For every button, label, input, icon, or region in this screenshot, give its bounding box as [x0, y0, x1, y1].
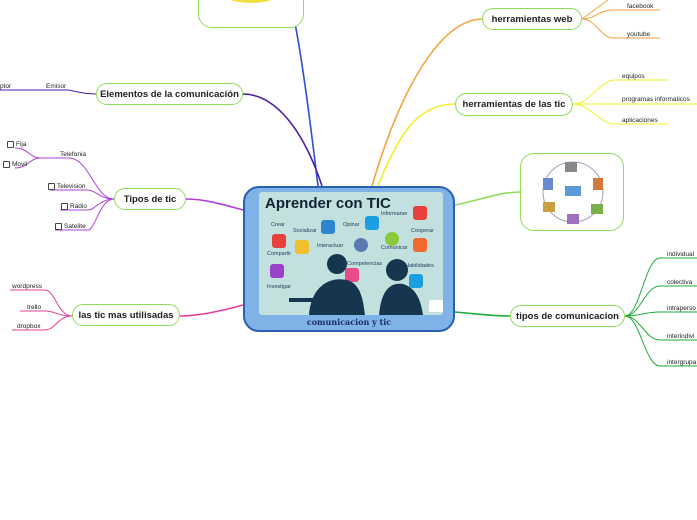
central-node[interactable]: Aprender con TIC Crear Socializar Opinar…	[243, 186, 455, 332]
poster-word: Opinar	[343, 222, 360, 228]
leaf-radio[interactable]: Radio	[61, 203, 87, 210]
leaf-intergrupa[interactable]: intergrupa	[667, 359, 696, 366]
leaf-label: colectiva	[667, 279, 693, 286]
leaf-label: wordpress	[12, 283, 42, 290]
node-herramientas-tic[interactable]: herramientas de las tic	[455, 93, 573, 116]
network-icon	[354, 238, 368, 252]
leaf-label: intraperso	[667, 305, 696, 312]
leaf-label: aplicaciones	[622, 117, 658, 124]
chat-icon	[413, 238, 427, 252]
leaf-label: equipos	[622, 73, 645, 80]
node-elementos-comunicacion[interactable]: Elementos de la comunicación	[96, 83, 243, 105]
checkbox-icon[interactable]	[7, 141, 14, 148]
leaf-label: ptor	[0, 83, 12, 90]
wifi-icon	[413, 206, 427, 220]
leaf-label: Telefonia	[60, 151, 87, 158]
camera-icon	[272, 234, 286, 248]
central-caption: comunicacion y tic	[306, 317, 392, 327]
poster-word: Investigar	[267, 284, 291, 290]
leaf-telefonia[interactable]: Telefonia	[60, 151, 86, 158]
leaf-label: youtube	[627, 31, 651, 38]
leaf-interindivi[interactable]: interindivi	[667, 333, 694, 340]
checkbox-icon[interactable]	[61, 203, 68, 210]
cloud-icon	[409, 274, 423, 288]
node-tic-mas-utilisadas[interactable]: las tic mas utilisadas	[72, 304, 180, 326]
leaf-label: Movil	[12, 161, 28, 168]
leaf-label: Satelite	[64, 223, 86, 230]
leaf-receptor[interactable]: ptor	[0, 83, 11, 90]
leaf-intraperso[interactable]: intraperso	[667, 305, 696, 312]
leaf-movil[interactable]: Movil	[3, 161, 27, 168]
poster-word: Socializar	[293, 228, 317, 234]
students-silhouette	[289, 254, 443, 315]
leaf-programas-informaticos[interactable]: programas informaticos	[622, 96, 690, 103]
share-icon	[295, 240, 309, 254]
leaf-youtube[interactable]: youtube	[627, 31, 650, 38]
node-label: herramientas web	[491, 13, 573, 25]
node-label: Elementos de la comunicación	[100, 88, 239, 100]
leaf-label: Emisor	[46, 83, 67, 90]
leaf-label: facebook	[627, 3, 654, 10]
poster-word: Competencias	[347, 261, 383, 267]
checkbox-icon[interactable]	[3, 161, 10, 168]
node-label: las tic mas utilisadas	[78, 309, 174, 321]
poster-title: Aprender con TIC	[265, 195, 391, 212]
node-tipos-tic[interactable]: Tipos de tic	[114, 188, 186, 210]
poster-word: Comunicar	[381, 245, 408, 251]
poster-word: Informarse	[381, 211, 408, 217]
leaf-colectiva[interactable]: colectiva	[667, 279, 692, 286]
leaf-television[interactable]: Television	[48, 183, 86, 190]
leaf-label: interindivi	[667, 333, 695, 340]
leaf-satelite[interactable]: Satelite	[55, 223, 86, 230]
twitter-icon	[365, 216, 379, 230]
leaf-label: programas informaticos	[622, 96, 690, 103]
node-label: Tipos de tic	[123, 193, 177, 205]
magnifier-icon	[270, 264, 284, 278]
network-cycle-image	[542, 161, 604, 224]
node-herramientas-web[interactable]: herramientas web	[482, 8, 582, 30]
leaf-wordpress[interactable]: wordpress	[12, 283, 42, 290]
node-label: herramientas de las tic	[462, 99, 566, 110]
leaf-label: dropbox	[17, 323, 41, 330]
leaf-aplicaciones[interactable]: aplicaciones	[622, 117, 658, 124]
poster-word: Crear	[271, 222, 285, 228]
leaf-individual[interactable]: individual	[667, 251, 694, 258]
leaf-label: intergrupa	[667, 359, 697, 366]
puzzle-icon	[385, 232, 399, 246]
image-node-network[interactable]	[520, 153, 624, 231]
leaf-emisor[interactable]: Emisor	[46, 83, 66, 90]
leaf-label: Television	[57, 183, 86, 190]
poster-word: Interactuar	[317, 243, 344, 249]
aprender-con-tic-poster: Aprender con TIC Crear Socializar Opinar…	[259, 192, 443, 315]
leaf-label: trello	[27, 304, 42, 311]
leaf-label: individual	[667, 251, 695, 258]
colorful-logo-image	[230, 0, 272, 3]
poster-word: Compartir	[267, 251, 292, 257]
leaf-label: Radio	[70, 203, 87, 210]
leaf-fija[interactable]: Fija	[7, 141, 26, 148]
poster-word: Cooperar	[411, 228, 434, 234]
like-icon	[321, 220, 335, 234]
checkbox-icon[interactable]	[55, 223, 62, 230]
top-image-node[interactable]	[198, 0, 304, 28]
leaf-facebook[interactable]: facebook	[627, 3, 653, 10]
leaf-equipos[interactable]: equipos	[622, 73, 645, 80]
checkbox-icon[interactable]	[48, 183, 55, 190]
mortarboard-icon	[345, 268, 359, 282]
leaf-dropbox[interactable]: dropbox	[17, 323, 41, 330]
leaf-trello[interactable]: trello	[27, 304, 41, 311]
node-label: tipos de comunicacion	[516, 310, 619, 322]
node-tipos-comunicacion[interactable]: tipos de comunicacion	[510, 305, 625, 327]
poster-word: Habilidades	[405, 263, 434, 269]
leaf-label: Fija	[16, 141, 27, 148]
